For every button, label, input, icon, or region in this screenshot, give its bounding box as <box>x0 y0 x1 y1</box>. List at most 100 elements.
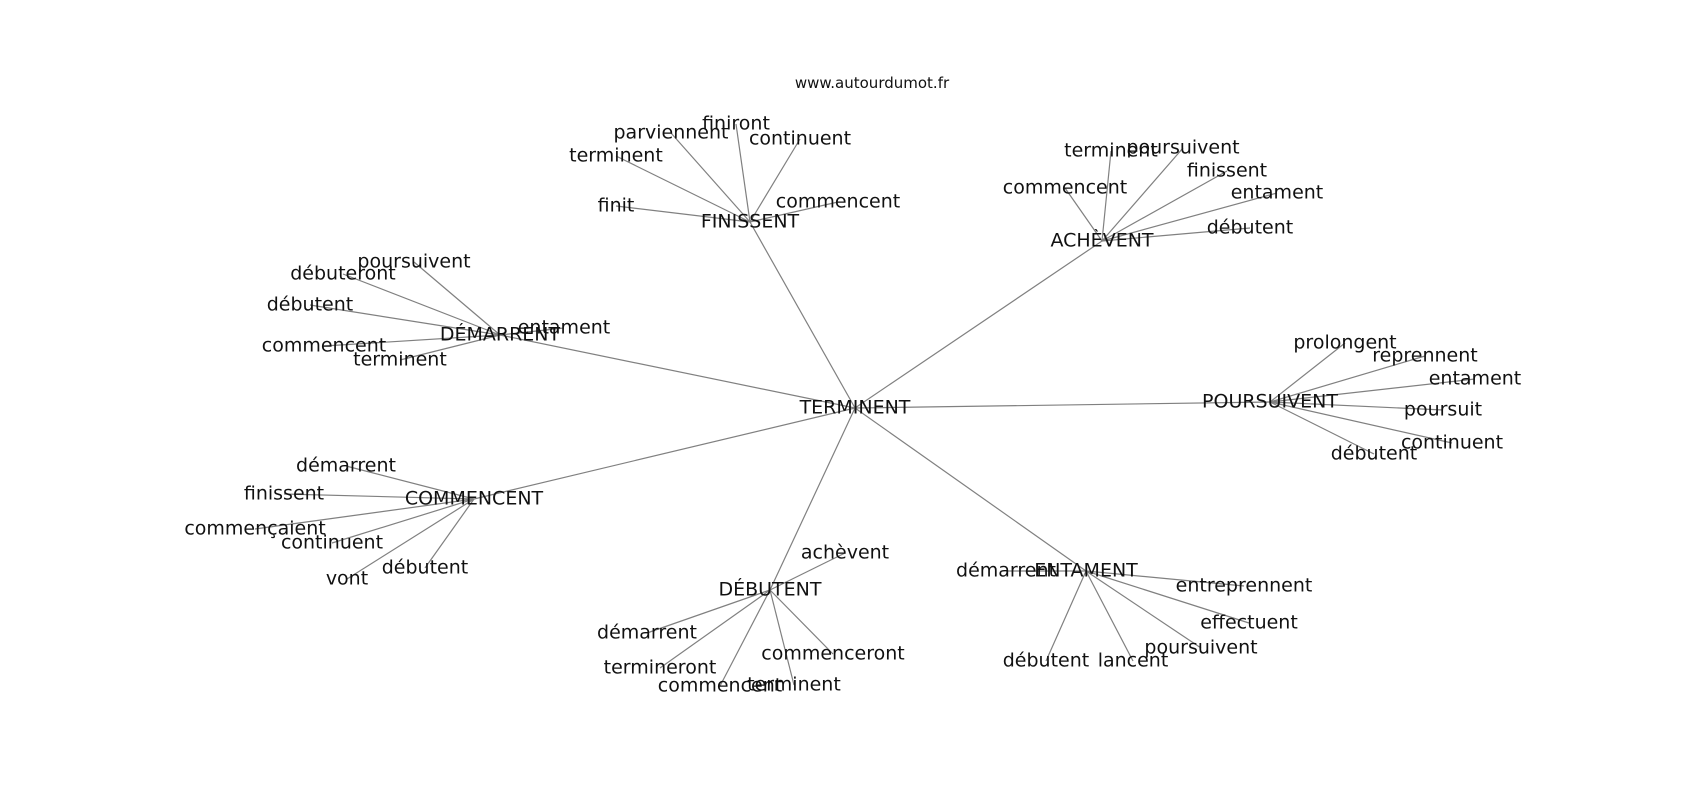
hub-leaf-edge <box>769 589 834 655</box>
hub-leaf-edge <box>769 589 795 686</box>
leaf-node-label: poursuit <box>1404 399 1482 421</box>
leaf-node-label: poursuivent <box>357 251 470 273</box>
graph-edges <box>254 123 1476 687</box>
leaf-node-label: démarrent <box>597 622 697 644</box>
hub-leaf-edge <box>345 465 475 500</box>
center-hub-edge <box>769 407 856 591</box>
leaf-node-label: entament <box>1231 182 1324 204</box>
leaf-node-label: poursuivent <box>1126 137 1239 159</box>
leaf-node-label: termineront <box>604 657 717 679</box>
hub-leaf-edge <box>735 123 751 223</box>
hub-node-label: COMMENCENT <box>405 488 544 510</box>
hub-leaf-edge <box>615 155 751 223</box>
hub-leaf-edge <box>499 327 565 336</box>
leaf-node-label: effectuent <box>1200 612 1298 634</box>
leaf-node-label: terminent <box>747 674 841 696</box>
leaf-node-label: entament <box>1429 368 1522 390</box>
leaf-node-label: entament <box>518 317 611 339</box>
leaf-node-label: finissent <box>244 483 324 505</box>
hub-leaf-edge <box>615 205 751 223</box>
leaf-node-label: commencent <box>262 335 386 357</box>
leaf-node-label: commencent <box>1003 177 1127 199</box>
leaf-node-label: débutent <box>1331 443 1417 465</box>
hub-leaf-edge <box>1269 378 1476 403</box>
leaf-node-label: commençaient <box>184 518 325 540</box>
hub-leaf-edge <box>424 498 475 569</box>
leaf-node-label: terminent <box>353 349 447 371</box>
leaf-node-label: finit <box>598 195 635 217</box>
hub-leaf-edge <box>1269 401 1444 411</box>
leaf-node-label: parviennent <box>614 122 729 144</box>
leaf-node-label: commenceront <box>761 643 904 665</box>
hub-leaf-edge <box>1101 150 1112 242</box>
hub-leaf-edge <box>769 552 846 591</box>
leaf-node-label: achèvent <box>801 542 889 564</box>
hub-leaf-edge <box>646 589 771 634</box>
hub-leaf-edge <box>1101 170 1228 242</box>
leaf-node-label: continuent <box>749 128 851 150</box>
leaf-node-label: commencent <box>776 191 900 213</box>
center-hub-edge <box>749 221 856 409</box>
leaf-node-label: vont <box>326 568 368 590</box>
hub-leaf-edge <box>749 138 801 223</box>
hub-leaf-edge <box>1085 570 1134 662</box>
hub-node-label: FINISSENT <box>701 211 800 233</box>
hub-node-label: DÉMARRENT <box>440 323 561 346</box>
leaf-node-label: finiront <box>702 113 770 135</box>
hub-leaf-edge <box>1101 147 1184 242</box>
hub-leaf-edge <box>749 201 839 223</box>
center-hub-edge <box>854 401 1271 409</box>
source-url: www.autourdumot.fr <box>795 74 950 92</box>
hub-leaf-edge <box>399 334 501 361</box>
hub-node-label: DÉBUTENT <box>718 578 821 601</box>
hub-leaf-edge <box>1085 570 1202 649</box>
leaf-node-label: terminent <box>1064 140 1158 162</box>
hub-leaf-edge <box>1045 570 1087 662</box>
leaf-node-label: débutent <box>267 294 353 316</box>
hub-node-label: POURSUIVENT <box>1202 391 1338 413</box>
leaf-node-label: entreprennent <box>1176 575 1313 597</box>
leaf-node-label: finissent <box>1187 160 1267 182</box>
center-node-label: TERMINENT <box>799 397 911 419</box>
leaf-node-label: reprennent <box>1372 345 1478 367</box>
hub-leaf-edge <box>1085 570 1250 624</box>
hub-leaf-edge <box>254 498 475 530</box>
leaf-node-label: terminent <box>569 145 663 167</box>
leaf-node-label: débutent <box>1207 217 1293 239</box>
center-hub-edge <box>473 407 856 500</box>
hub-leaf-edge <box>1101 227 1251 242</box>
hub-leaf-edge <box>331 498 475 544</box>
leaf-node-label: continuent <box>1401 432 1503 454</box>
hub-leaf-edge <box>413 261 501 336</box>
leaf-node-label: débuteront <box>290 263 396 285</box>
hub-leaf-edge <box>719 589 771 687</box>
hub-leaf-edge <box>1064 187 1103 242</box>
leaf-node-label: continuent <box>281 532 383 554</box>
hub-leaf-edge <box>342 273 501 336</box>
hub-leaf-edge <box>1269 401 1375 455</box>
hub-leaf-edge <box>1085 570 1245 587</box>
leaf-node-label: commencent <box>658 675 782 697</box>
leaf-node-label: débutent <box>382 557 468 579</box>
leaf-node-label: démarrent <box>296 455 396 477</box>
hub-leaf-edge <box>1101 192 1278 242</box>
center-hub-edge <box>854 407 1087 572</box>
hub-leaf-edge <box>323 334 501 347</box>
hub-leaf-edge <box>659 589 771 669</box>
leaf-node-label: poursuivent <box>1144 637 1257 659</box>
hub-leaf-edge <box>283 493 475 500</box>
hub-leaf-edge <box>1269 342 1346 403</box>
leaf-node-label: débutent <box>1003 650 1089 672</box>
center-hub-edge <box>854 240 1103 409</box>
hub-leaf-edge <box>1269 355 1426 403</box>
hub-leaf-edge <box>1269 401 1453 444</box>
leaf-node-label: prolongent <box>1293 332 1396 354</box>
hub-node-label: ACHÈVENT <box>1050 229 1153 252</box>
hub-node-label: ENTAMENT <box>1034 560 1138 582</box>
hub-leaf-edge <box>346 498 475 580</box>
leaf-node-label: démarrent <box>956 560 1056 582</box>
center-hub-edge <box>499 334 856 409</box>
